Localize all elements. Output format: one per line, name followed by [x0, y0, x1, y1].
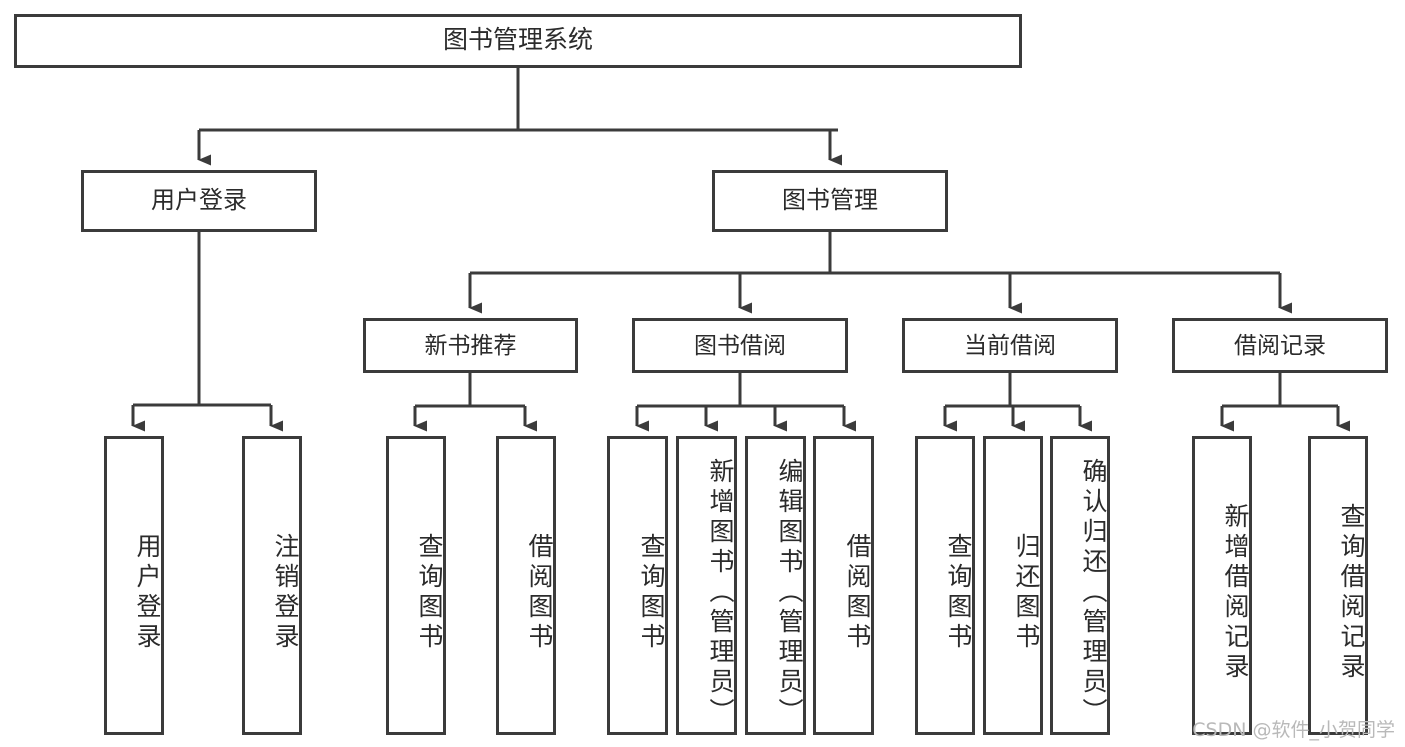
node-root-system[interactable]: 图书管理系统: [14, 14, 1022, 68]
leaf-recommend-query-book[interactable]: 查询图书: [386, 436, 446, 735]
leaf-label: 新增图书（管理员）: [706, 457, 734, 728]
leaf-borrow-edit-book-admin[interactable]: 编辑图书（管理员）: [745, 436, 806, 735]
node-book-borrow[interactable]: 图书借阅: [632, 318, 848, 373]
leaf-label: 借阅图书: [843, 532, 871, 653]
leaf-label: 查询图书: [415, 532, 443, 653]
leaf-borrow-query-book[interactable]: 查询图书: [607, 436, 668, 735]
node-borrow-record[interactable]: 借阅记录: [1172, 318, 1388, 373]
node-user-login[interactable]: 用户登录: [81, 170, 317, 232]
leaf-label: 查询借阅记录: [1337, 502, 1365, 683]
leaf-user-login-logout[interactable]: 注销登录: [242, 436, 302, 735]
csdn-watermark: CSDN @软件_小贺同学: [1192, 719, 1395, 741]
leaf-label: 新增借阅记录: [1221, 502, 1249, 683]
leaf-label: 注销登录: [271, 532, 299, 653]
node-current-borrow[interactable]: 当前借阅: [902, 318, 1118, 373]
leaf-current-return-book[interactable]: 归还图书: [983, 436, 1043, 735]
leaf-label: 借阅图书: [525, 532, 553, 653]
leaf-label: 归还图书: [1012, 532, 1040, 653]
node-book-management[interactable]: 图书管理: [712, 170, 948, 232]
leaf-recommend-borrow-book[interactable]: 借阅图书: [496, 436, 556, 735]
leaf-borrow-add-book-admin[interactable]: 新增图书（管理员）: [676, 436, 737, 735]
leaf-record-query-record[interactable]: 查询借阅记录: [1308, 436, 1368, 735]
leaf-record-add-record[interactable]: 新增借阅记录: [1192, 436, 1252, 735]
leaf-current-query-book[interactable]: 查询图书: [915, 436, 975, 735]
leaf-borrow-borrow-book[interactable]: 借阅图书: [813, 436, 874, 735]
node-new-book-recommend[interactable]: 新书推荐: [363, 318, 578, 373]
leaf-label: 编辑图书（管理员）: [775, 457, 803, 728]
leaf-label: 查询图书: [637, 532, 665, 653]
leaf-label: 确认归还（管理员）: [1079, 457, 1107, 728]
leaf-current-confirm-return-admin[interactable]: 确认归还（管理员）: [1050, 436, 1110, 735]
leaf-user-login-login[interactable]: 用户登录: [104, 436, 164, 735]
leaf-label: 查询图书: [944, 532, 972, 653]
leaf-label: 用户登录: [133, 532, 161, 653]
